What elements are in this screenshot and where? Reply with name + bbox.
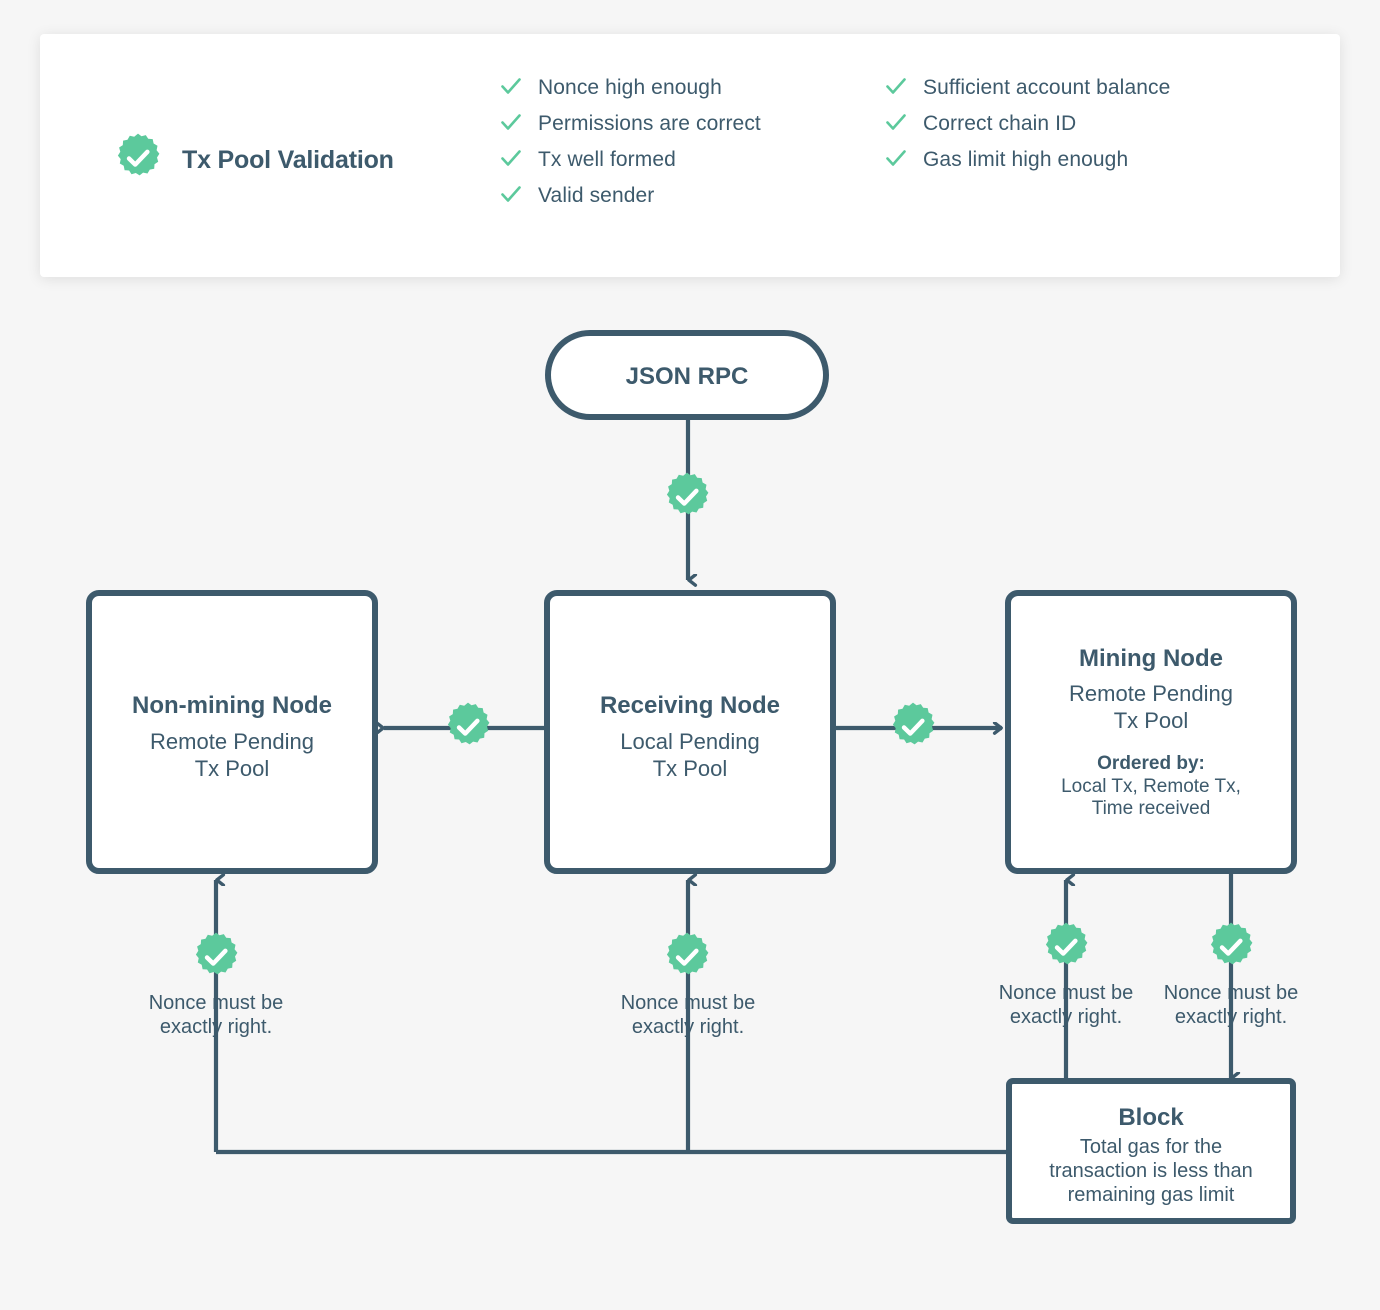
receiving-node-title: Receiving Node (600, 692, 780, 719)
checkmark-icon (500, 75, 522, 102)
mining-node-subtitle-line1: Remote Pending (1069, 681, 1233, 706)
mining-node-ordered-by-line1: Local Tx, Remote Tx, (1061, 776, 1241, 797)
validation-column-1: Nonce high enough Permissions are correc… (500, 70, 880, 214)
validation-item-label: Gas limit high enough (923, 148, 1129, 171)
nonce-caption-center: Nonce must be exactly right. (621, 992, 756, 1038)
validation-item: Permissions are correct (500, 106, 880, 142)
nonce-caption-center-line2: exactly right. (632, 1016, 744, 1038)
block-line1: Total gas for the (1080, 1136, 1222, 1158)
validation-item-label: Correct chain ID (923, 112, 1077, 135)
mining-node-title: Mining Node (1079, 645, 1223, 672)
validation-item: Correct chain ID (885, 106, 1315, 142)
validation-item-label: Nonce high enough (538, 76, 722, 99)
validation-item-label: Permissions are correct (538, 112, 761, 135)
nonce-caption-mining-in: Nonce must be exactly right. (999, 982, 1134, 1028)
badge-block-to-mining (1046, 923, 1088, 965)
panel-title-group: Tx Pool Validation (112, 132, 394, 189)
node-block[interactable]: Block Total gas for the transaction is l… (1006, 1078, 1296, 1224)
json-rpc-label: JSON RPC (626, 363, 749, 390)
validation-item: Nonce high enough (500, 70, 880, 106)
node-receiving[interactable]: Receiving Node Local Pending Tx Pool (544, 590, 836, 874)
mining-node-ordered-by-label: Ordered by: (1097, 753, 1205, 774)
node-json-rpc[interactable]: JSON RPC (545, 330, 829, 420)
checkmark-icon (885, 75, 907, 102)
mining-node-subtitle-line2: Tx Pool (1114, 708, 1189, 733)
nonce-caption-mining-out-line1: Nonce must be (1164, 982, 1299, 1004)
non-mining-node-subtitle-line2: Tx Pool (195, 756, 270, 781)
mining-node-box (1005, 590, 1297, 874)
validation-item: Sufficient account balance (885, 70, 1315, 106)
block-line3: remaining gas limit (1068, 1184, 1235, 1206)
nonce-caption-mining-out-line2: exactly right. (1175, 1006, 1287, 1028)
nonce-caption-mining-in-line1: Nonce must be (999, 982, 1134, 1004)
badge-block-to-receiving (667, 933, 709, 975)
badge-receiving-to-mining (893, 703, 935, 745)
validation-column-2: Sufficient account balance Correct chain… (885, 70, 1315, 178)
json-rpc-shape (545, 330, 829, 420)
badge-rpc-to-receiving (667, 473, 709, 515)
validation-item: Valid sender (500, 178, 880, 214)
checkmark-icon (500, 147, 522, 174)
validation-item: Gas limit high enough (885, 142, 1315, 178)
validation-item-label: Tx well formed (538, 148, 676, 171)
block-line2: transaction is less than (1049, 1160, 1252, 1182)
block-box (1006, 1078, 1296, 1224)
non-mining-node-box (86, 590, 378, 874)
check-badge-icon (112, 132, 164, 189)
tx-pool-validation-panel: Tx Pool Validation Nonce high enough Per… (40, 34, 1340, 277)
non-mining-node-title: Non-mining Node (132, 692, 332, 719)
node-mining[interactable]: Mining Node Remote Pending Tx Pool Order… (1005, 590, 1297, 874)
mining-node-ordered-by-line2: Time received (1092, 798, 1211, 819)
receiving-node-subtitle-line1: Local Pending (620, 729, 759, 754)
checkmark-icon (885, 111, 907, 138)
receiving-node-subtitle-line2: Tx Pool (653, 756, 728, 781)
nonce-caption-mining-in-line2: exactly right. (1010, 1006, 1122, 1028)
validation-item: Tx well formed (500, 142, 880, 178)
badge-block-to-nonmining (196, 933, 238, 975)
receiving-node-box (544, 590, 836, 874)
validation-item-label: Sufficient account balance (923, 76, 1171, 99)
node-non-mining[interactable]: Non-mining Node Remote Pending Tx Pool (86, 590, 378, 874)
badge-mining-to-block (1211, 923, 1253, 965)
checkmark-icon (885, 147, 907, 174)
nonce-caption-left: Nonce must be exactly right. (149, 992, 284, 1038)
nonce-caption-left-line2: exactly right. (160, 1016, 272, 1038)
non-mining-node-subtitle-line1: Remote Pending (150, 729, 314, 754)
nonce-caption-mining-out: Nonce must be exactly right. (1164, 982, 1299, 1028)
badge-receiving-to-nonmining (448, 703, 490, 745)
panel-title: Tx Pool Validation (182, 146, 394, 174)
block-title: Block (1118, 1104, 1184, 1131)
validation-item-label: Valid sender (538, 184, 655, 207)
nonce-caption-center-line1: Nonce must be (621, 992, 756, 1014)
nonce-caption-left-line1: Nonce must be (149, 992, 284, 1014)
checkmark-icon (500, 111, 522, 138)
checkmark-icon (500, 183, 522, 210)
